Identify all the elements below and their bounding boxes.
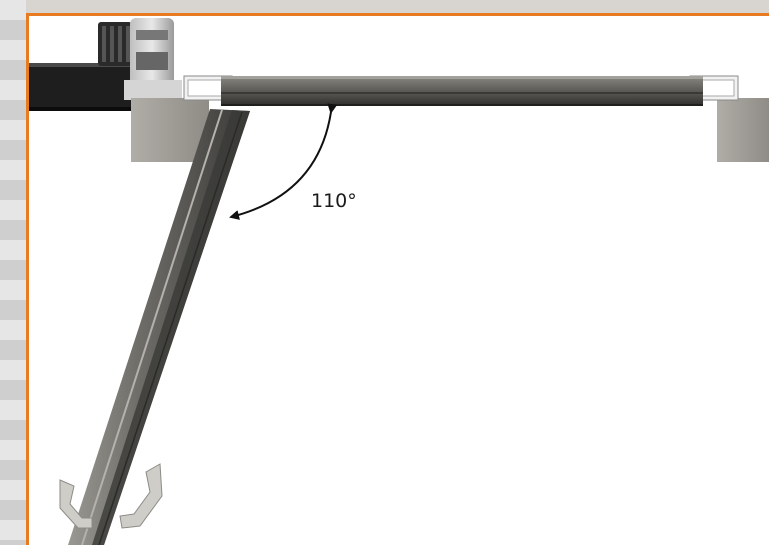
stripe-cell (0, 280, 26, 300)
stripe-cell (0, 340, 26, 360)
stripe-cell (0, 320, 26, 340)
right-pillar (717, 98, 769, 162)
left-beam (29, 63, 141, 111)
stripe-cell (0, 460, 26, 480)
stripe-cell (0, 160, 26, 180)
stripe-cell (0, 480, 26, 500)
stripe-cell (0, 520, 26, 540)
stripe-cell (0, 540, 26, 545)
stripe-cell (0, 420, 26, 440)
left-stripe-panel (0, 0, 26, 545)
stripe-cell (0, 180, 26, 200)
stripe-cell (0, 80, 26, 100)
motor-icon (98, 18, 182, 100)
stripe-cell (0, 260, 26, 280)
stripe-cell (0, 100, 26, 120)
stripe-cell (0, 440, 26, 460)
stripe-cell (0, 300, 26, 320)
stripe-cell (0, 240, 26, 260)
stripe-cell (0, 400, 26, 420)
stripe-cell (0, 220, 26, 240)
angle-label: 110° (311, 190, 357, 212)
stripe-cell (0, 60, 26, 80)
stripe-cell (0, 200, 26, 220)
left-pillar (131, 98, 209, 162)
stripe-cell (0, 40, 26, 60)
closed-gate-rail (221, 76, 703, 106)
gate-arm-icon (68, 109, 250, 545)
angle-arrow-icon (229, 103, 338, 220)
stripe-cell (0, 20, 26, 40)
stripe-cell (0, 140, 26, 160)
stripe-cell (0, 360, 26, 380)
stripe-cell (0, 380, 26, 400)
stripe-cell (0, 500, 26, 520)
stripe-cell (0, 0, 26, 20)
top-band (0, 0, 769, 13)
stripe-cell (0, 120, 26, 140)
wheel-fork-icon (59, 463, 163, 529)
